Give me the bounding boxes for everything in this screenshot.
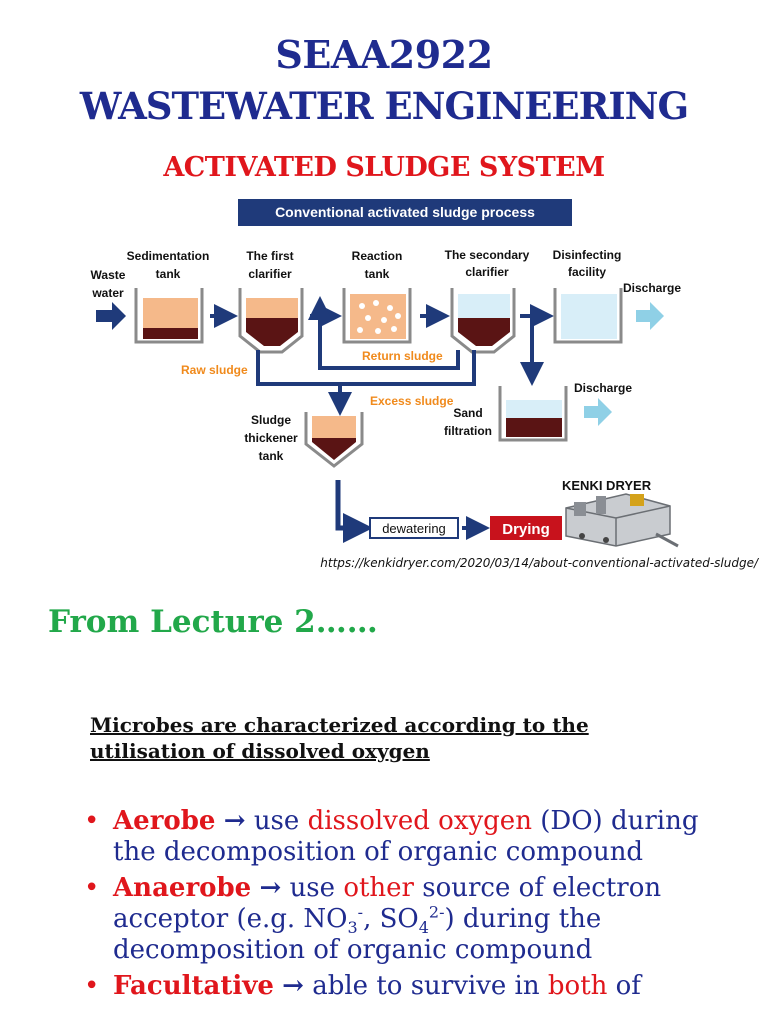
return-sludge-label: Return sludge <box>362 349 443 363</box>
dewatering-box <box>369 517 459 539</box>
source-url: https://kenkidryer.com/2020/03/14/about-… <box>320 556 758 570</box>
course-code: SEAA2922 <box>275 32 493 77</box>
bullet-list: • Aerobe → use dissolved oxygen (DO) dur… <box>84 806 724 1007</box>
bullet-dot: • <box>84 971 100 1001</box>
sedimentation-tank-label: tank <box>156 267 181 281</box>
discharge-arrow-icon <box>636 302 664 330</box>
activated-sludge-diagram: Conventional activated sludge process Wa… <box>91 199 681 548</box>
first-clarifier-label: clarifier <box>248 267 292 281</box>
kenki-dryer-machine-icon <box>565 493 679 548</box>
excess-sludge-line <box>338 350 476 386</box>
sludge-thickener-tank <box>304 412 364 468</box>
disinfecting-facility <box>553 288 623 344</box>
reaction-tank-label: tank <box>365 267 390 281</box>
subscript: 3 <box>347 918 358 938</box>
discharge-label: Discharge <box>574 381 632 395</box>
text: , SO <box>363 904 419 934</box>
subscript: 4 <box>418 918 429 938</box>
reaction-tank-label: Reaction <box>352 249 403 263</box>
sand-filtration-label: filtration <box>444 424 492 438</box>
secondary-clarifier <box>450 288 516 354</box>
course-name: WASTEWATER ENGINEERING <box>79 84 689 128</box>
secondary-clarifier-label: The secondary <box>445 248 530 262</box>
text: use <box>289 873 336 903</box>
excess-sludge-label: Excess sludge <box>370 394 454 408</box>
disinfecting-facility-label: facility <box>568 265 606 279</box>
raw-sludge-line <box>256 350 352 416</box>
sedimentation-tank-label: Sedimentation <box>127 249 210 263</box>
highlight-dissolved-oxygen: dissolved oxygen <box>307 806 532 836</box>
arrow-icon: → <box>259 873 282 903</box>
drying-box <box>490 516 562 540</box>
bullet-anaerobe: • Anaerobe → use other source of electro… <box>84 873 724 966</box>
dewatering-label: dewatering <box>382 521 446 536</box>
highlight-both: both <box>547 971 608 1001</box>
sand-filtration-tank <box>498 386 568 442</box>
bullet-aerobe: • Aerobe → use dissolved oxygen (DO) dur… <box>84 806 724 868</box>
first-clarifier-label: The first <box>246 249 293 263</box>
first-clarifier <box>238 288 304 354</box>
term-facultative: Facultative <box>113 971 274 1001</box>
text: able to survive in <box>312 971 540 1001</box>
kenki-dryer-label: KENKI DRYER <box>562 478 652 493</box>
discharge-arrow-icon <box>584 398 612 426</box>
superscript: 2- <box>428 902 445 922</box>
raw-sludge-label: Raw sludge <box>181 363 248 377</box>
sedimentation-tank <box>134 288 204 344</box>
thickener-label: tank <box>259 449 284 463</box>
inlet-arrow-icon <box>96 302 126 330</box>
highlight-other: other <box>343 873 414 903</box>
term-aerobe: Aerobe <box>113 806 216 836</box>
process-banner-label: Conventional activated sludge process <box>275 204 535 220</box>
text: use <box>253 806 300 836</box>
lecture-reference: From Lecture 2…… <box>48 604 378 640</box>
sand-filtration-label: Sand <box>453 406 482 420</box>
disinfecting-facility-label: Disinfecting <box>553 248 622 262</box>
section-title: ACTIVATED SLUDGE SYSTEM <box>163 152 605 183</box>
waste-water-label: water <box>91 286 124 300</box>
bullet-dot: • <box>84 806 100 836</box>
microbes-heading: Microbes are characterized according to … <box>90 713 589 763</box>
text: ) during the decomposition of organic co… <box>113 904 602 965</box>
text: (DO) <box>540 806 603 836</box>
bullet-facultative: • Facultative → able to survive in both … <box>84 971 724 1002</box>
bullet-dot: • <box>84 873 100 903</box>
discharge-label: Discharge <box>623 281 681 295</box>
term-anaerobe: Anaerobe <box>113 873 252 903</box>
thickener-label: Sludge <box>251 413 291 427</box>
reaction-tank <box>342 288 412 344</box>
thickener-label: thickener <box>244 431 298 445</box>
secondary-clarifier-label: clarifier <box>465 265 509 279</box>
process-banner <box>238 199 572 226</box>
drying-label: Drying <box>502 521 550 538</box>
text: during the decomposition of organic comp… <box>113 806 699 867</box>
arrow-icon: → <box>282 971 304 1001</box>
arrow-icon: → <box>223 806 246 836</box>
text: source of electron acceptor (e.g. NO <box>113 873 662 934</box>
waste-water-label: Waste <box>91 268 126 282</box>
return-sludge-line <box>308 296 460 370</box>
text: of <box>615 971 641 1001</box>
superscript: - <box>357 902 364 922</box>
dewatering-line <box>335 480 373 543</box>
